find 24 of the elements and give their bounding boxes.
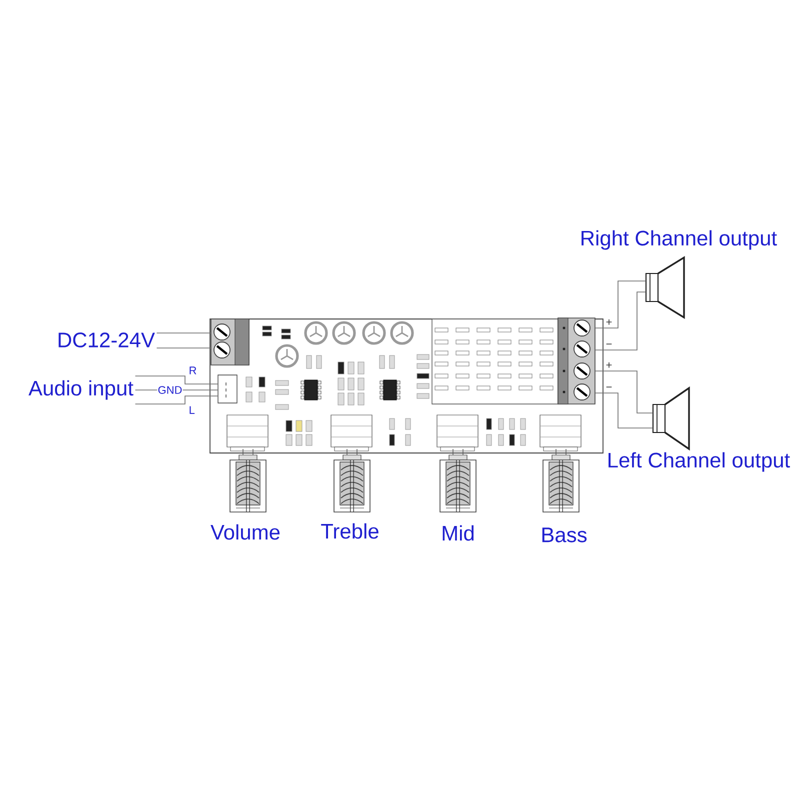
wire — [594, 392, 654, 428]
channel-label: Left Channel output — [608, 452, 790, 472]
polarity-label: − — [605, 343, 613, 348]
knob-label: Bass — [542, 528, 587, 542]
channel-label: Right Channel output — [582, 230, 777, 250]
leader-line — [134, 396, 218, 404]
polarity-label: − — [605, 386, 613, 392]
pin-label: L — [188, 406, 196, 414]
callout-text: DC12-24V — [58, 332, 155, 348]
pin-label: R — [188, 366, 198, 375]
knob-label: Treble — [321, 523, 378, 539]
wire — [594, 292, 646, 350]
polarity-label: + — [605, 318, 613, 326]
wire — [594, 370, 654, 414]
speaker-symbol — [652, 386, 690, 451]
knob-label: Mid — [442, 525, 474, 541]
leader-line — [134, 376, 218, 384]
knob-label: Volume — [210, 524, 280, 540]
leader-line — [156, 332, 212, 334]
wire — [594, 280, 646, 328]
speaker-symbol — [645, 256, 685, 320]
polarity-label: + — [605, 362, 613, 370]
pin-label: GND — [157, 386, 183, 394]
callout-text: Audio input — [28, 380, 134, 400]
